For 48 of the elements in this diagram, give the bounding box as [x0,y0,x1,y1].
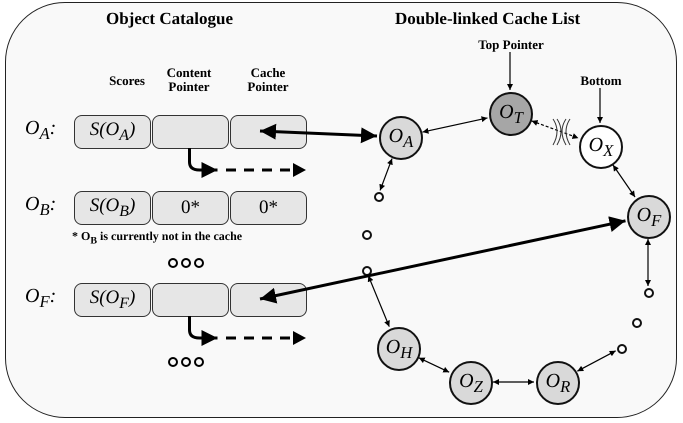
thick-arrow [188,316,218,346]
row-label: O$_{B}$: [25,193,56,220]
double-arrow [418,357,450,373]
small-circle [617,344,627,354]
list-node-circle: O$_{H}$ [377,327,421,371]
column-header: Content Pointer [166,66,212,95]
small-circle [362,230,372,240]
section-heading: Double-linked Cache List [395,9,580,29]
row-label: O$_{F}$: [25,285,56,312]
double-arrow [422,116,488,134]
column-header: Scores [108,74,146,88]
panel-background [5,2,677,418]
list-node-circle: O$_{Z}$ [449,361,493,405]
pointer-cell [152,115,229,149]
thick-arrow [260,216,626,304]
pointer-label: Top Pointer [466,37,556,53]
thick-arrow [260,124,378,144]
pointer-cell [152,283,229,317]
list-node-circle: O$_{X}$ [579,125,623,169]
pointer-label: Bottom [569,73,633,89]
double-arrow [493,379,534,385]
arrow [597,88,603,123]
pointer-cell: 0* [230,191,307,225]
pointer-cell [230,115,307,149]
section-heading: Object Catalogue [106,9,234,29]
double-arrow [645,239,651,286]
small-circle [644,288,654,298]
row-label: O$_{A}$: [25,117,56,144]
double-arrow [379,158,393,191]
small-circle [632,318,642,328]
double-arrow [368,275,390,327]
double-arrow [612,164,636,198]
arrow [507,52,513,90]
list-node-circle: O$_{A}$ [379,116,423,160]
list-node-circle: O$_{R}$ [536,361,580,405]
pointer-cell: 0* [152,191,229,225]
double-arrow [577,350,616,372]
column-header: Cache Pointer [246,66,290,95]
footnote: * O$_{B}$ is currently not in the cache [72,230,242,246]
list-node-circle: O$_{F}$ [627,195,671,239]
dashed-double-arrow [531,120,579,139]
score-cell: S(O$_{A}$) [74,115,151,149]
list-node-circle: O$_{T}$ [489,92,533,136]
score-cell: S(O$_{F}$) [74,283,151,317]
score-cell: S(O$_{B}$) [74,191,151,225]
pointer-cell [230,283,307,317]
thick-arrow [188,148,218,178]
small-circle [374,192,384,202]
